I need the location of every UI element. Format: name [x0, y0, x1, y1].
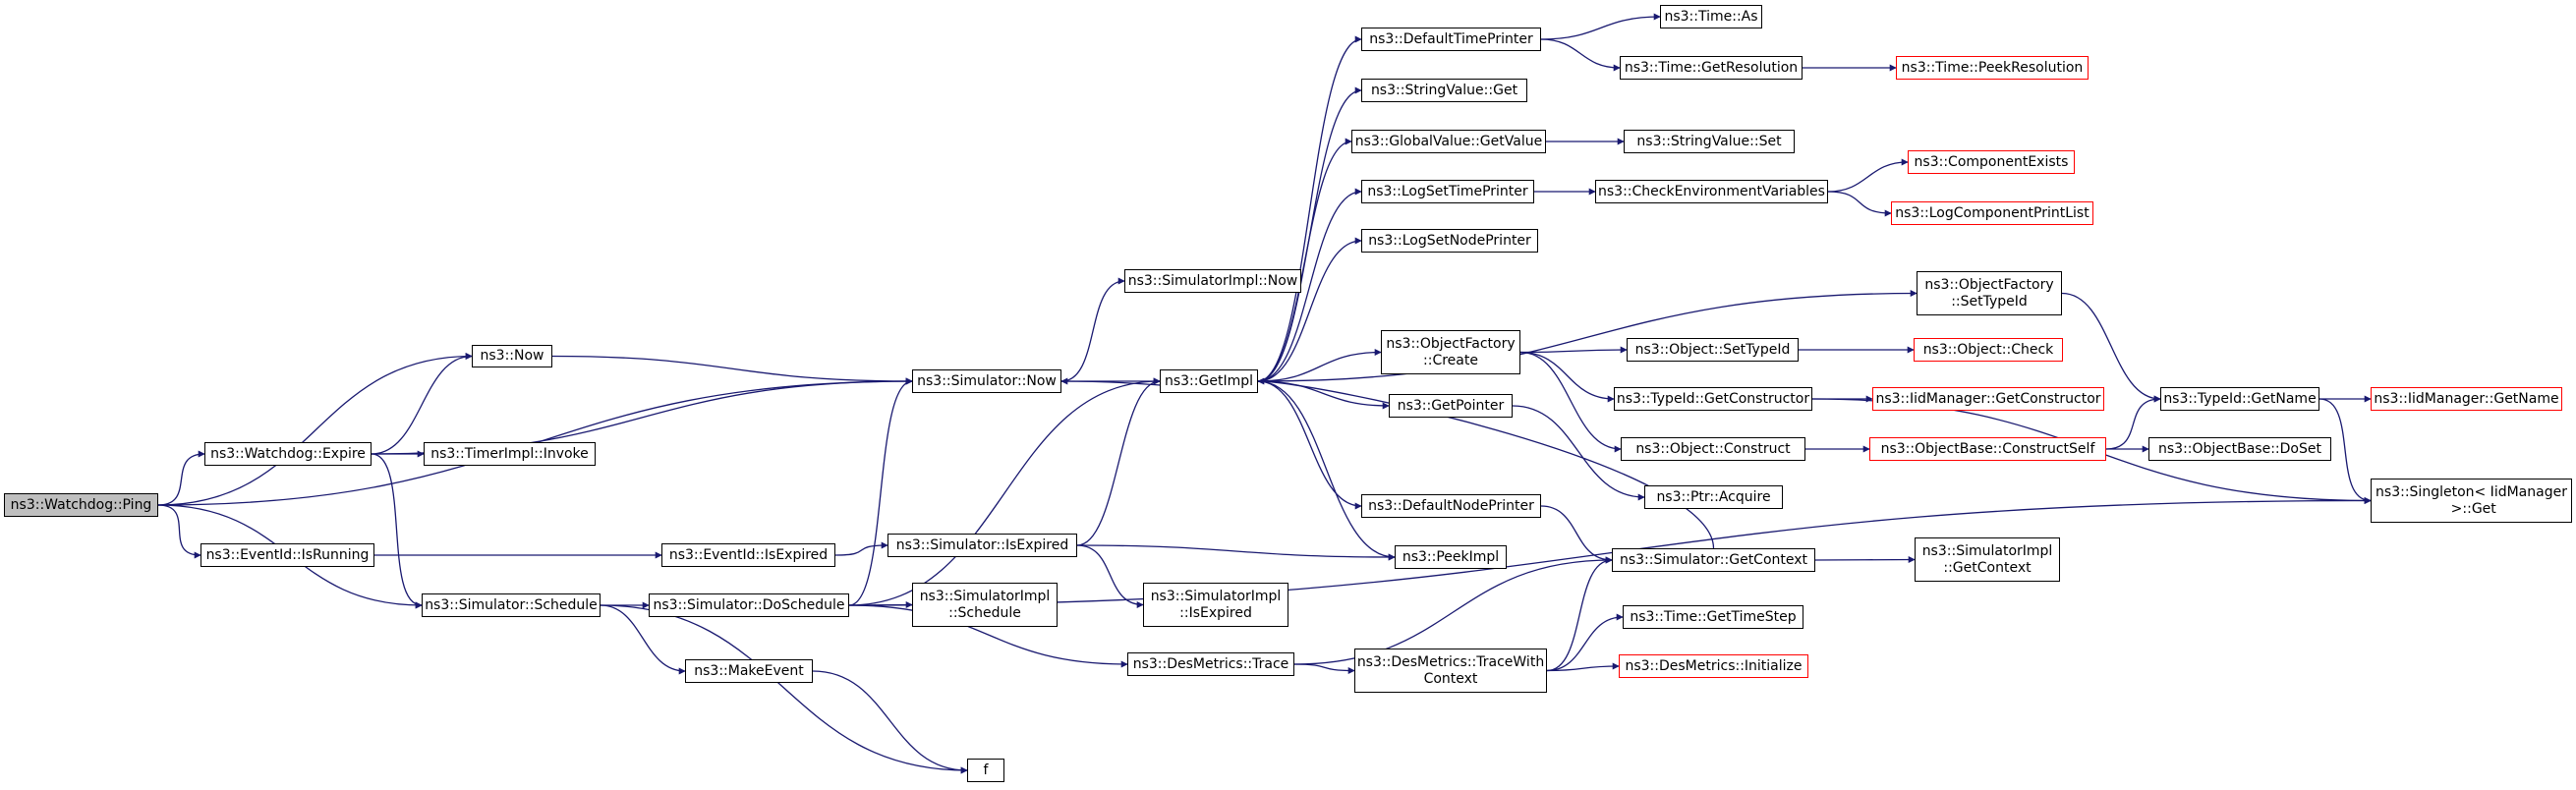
edge-objectfactory-create-to-object-construct: [1519, 351, 1622, 453]
node-simimpl-isexpired[interactable]: ns3::SimulatorImpl ::IsExpired: [1143, 583, 1288, 627]
edge-objectfactory-create-to-object-settypeid: [1519, 346, 1628, 354]
node-eventid-isexpired[interactable]: ns3::EventId::IsExpired: [661, 543, 835, 567]
edge-defaultnodeprinter-to-sim-getcontext: [1540, 505, 1613, 564]
edge-desmetrics-tracewithcontext-to-sim-getcontext: [1546, 556, 1613, 672]
node-ping[interactable]: ns3::Watchdog::Ping: [4, 493, 158, 517]
edge-objectfactory-settypeid-to-typeid-getname: [2061, 292, 2161, 403]
node-globalvalue-getvalue[interactable]: ns3::GlobalValue::GetValue: [1351, 130, 1546, 153]
edge-ping-to-wd-expire: [157, 450, 205, 506]
node-wd-expire[interactable]: ns3::Watchdog::Expire: [204, 442, 372, 466]
node-ptr-acquire[interactable]: ns3::Ptr::Acquire: [1644, 485, 1783, 509]
node-object-construct[interactable]: ns3::Object::Construct: [1621, 437, 1805, 461]
node-time-gettimestep[interactable]: ns3::Time::GetTimeStep: [1623, 605, 1803, 629]
edge-desmetrics-trace-to-desmetrics-tracewithcontext: [1293, 663, 1355, 674]
node-logcomponentprintlist[interactable]: ns3::LogComponentPrintList: [1891, 201, 2093, 225]
edge-defaulttimeprinter-to-time-getresolution: [1540, 38, 1621, 72]
node-iidmanager-getconstructor[interactable]: ns3::IidManager::GetConstructor: [1872, 387, 2104, 411]
edge-defaulttimeprinter-to-time-as: [1540, 13, 1661, 40]
node-f[interactable]: f: [967, 759, 1004, 782]
edge-getimpl-to-logsetnodeprinter: [1257, 237, 1362, 382]
node-peekimpl[interactable]: ns3::PeekImpl: [1395, 545, 1507, 569]
edge-sim-isexpired-to-simimpl-isexpired: [1076, 544, 1144, 608]
node-logsettimeprinter[interactable]: ns3::LogSetTimePrinter: [1361, 180, 1534, 203]
edge-sim-getcontext-to-simimpl-getcontext: [1814, 556, 1916, 564]
edge-sim-doschedule-to-sim-now: [848, 377, 913, 606]
node-simimpl-now[interactable]: ns3::SimulatorImpl::Now: [1124, 269, 1301, 293]
edge-sim-isexpired-to-peekimpl: [1076, 544, 1396, 561]
node-logsetnodeprinter[interactable]: ns3::LogSetNodePrinter: [1361, 229, 1538, 253]
node-sim-now[interactable]: ns3::Simulator::Now: [912, 369, 1061, 393]
edge-wd-expire-to-now: [371, 353, 473, 455]
edge-eventid-isexpired-to-sim-isexpired: [834, 541, 888, 556]
node-sim-doschedule[interactable]: ns3::Simulator::DoSchedule: [649, 593, 849, 617]
node-checkenvvars[interactable]: ns3::CheckEnvironmentVariables: [1595, 180, 1828, 203]
node-sim-getcontext[interactable]: ns3::Simulator::GetContext: [1612, 548, 1815, 572]
node-simimpl-schedule[interactable]: ns3::SimulatorImpl ::Schedule: [912, 583, 1058, 627]
node-time-peekresolution[interactable]: ns3::Time::PeekResolution: [1896, 56, 2089, 80]
node-time-as[interactable]: ns3::Time::As: [1660, 5, 1762, 28]
edge-getimpl-to-globalvalue-getvalue: [1257, 138, 1352, 382]
node-simimpl-getcontext[interactable]: ns3::SimulatorImpl ::GetContext: [1915, 537, 2060, 582]
node-objectbase-doset[interactable]: ns3::ObjectBase::DoSet: [2148, 437, 2331, 461]
edge-checkenvvars-to-componentexists: [1827, 158, 1909, 193]
node-sim-schedule[interactable]: ns3::Simulator::Schedule: [422, 593, 601, 617]
node-objectfactory-create[interactable]: ns3::ObjectFactory ::Create: [1381, 330, 1520, 374]
node-getpointer[interactable]: ns3::GetPointer: [1389, 394, 1513, 418]
edge-desmetrics-tracewithcontext-to-time-gettimestep: [1546, 613, 1624, 672]
node-defaultnodeprinter[interactable]: ns3::DefaultNodePrinter: [1361, 494, 1541, 518]
node-time-getresolution[interactable]: ns3::Time::GetResolution: [1620, 56, 1803, 80]
edge-sim-schedule-to-f: [600, 604, 968, 774]
edge-desmetrics-trace-to-sim-getcontext: [1293, 556, 1613, 665]
edge-sim-doschedule-to-getimpl: [848, 377, 1161, 606]
edge-typeid-getname-to-singleton-get: [2318, 398, 2372, 504]
edge-sim-now-to-simimpl-now: [1060, 277, 1125, 382]
edge-getimpl-to-getpointer: [1257, 380, 1390, 410]
node-desmetrics-tracewithcontext[interactable]: ns3::DesMetrics::TraceWith Context: [1354, 649, 1547, 693]
edge-sim-schedule-to-makeevent: [600, 604, 686, 675]
node-defaulttimeprinter[interactable]: ns3::DefaultTimePrinter: [1361, 28, 1541, 51]
edge-wd-expire-to-sim-schedule: [371, 453, 423, 609]
edge-ping-to-eventid-isrunning: [157, 504, 201, 559]
edge-getimpl-to-defaultnodeprinter: [1257, 380, 1362, 510]
edge-objectfactory-create-to-typeid-getconstructor: [1519, 351, 1615, 403]
edge-makeevent-to-f: [812, 670, 968, 774]
edge-sim-doschedule-to-singleton-get: [848, 497, 2372, 606]
edge-getpointer-to-ptr-acquire: [1512, 405, 1645, 501]
node-object-settypeid[interactable]: ns3::Object::SetTypeId: [1627, 338, 1799, 362]
edge-sim-isexpired-to-getimpl: [1076, 377, 1161, 546]
node-now[interactable]: ns3::Now: [472, 345, 552, 367]
edge-sim-doschedule-to-desmetrics-trace: [848, 604, 1128, 668]
node-desmetrics-initialize[interactable]: ns3::DesMetrics::Initialize: [1619, 654, 1808, 678]
edge-objectbase-constructself-to-typeid-getname: [2105, 395, 2161, 450]
edge-sim-getcontext-to-getimpl: [1257, 377, 1715, 549]
node-timerimpl-invoke[interactable]: ns3::TimerImpl::Invoke: [424, 442, 596, 466]
node-desmetrics-trace[interactable]: ns3::DesMetrics::Trace: [1127, 652, 1294, 676]
node-singleton-get[interactable]: ns3::Singleton< IidManager >::Get: [2371, 479, 2572, 523]
node-stringvalue-set[interactable]: ns3::StringValue::Set: [1624, 130, 1795, 153]
edge-getimpl-to-objectfactory-create: [1257, 349, 1382, 382]
edge-getimpl-to-objectfactory-settypeid: [1257, 290, 1918, 382]
node-typeid-getconstructor[interactable]: ns3::TypeId::GetConstructor: [1614, 387, 1812, 411]
edge-ping-to-now: [157, 353, 473, 506]
node-componentexists[interactable]: ns3::ComponentExists: [1908, 150, 2075, 174]
node-getimpl[interactable]: ns3::GetImpl: [1160, 369, 1258, 393]
node-typeid-getname[interactable]: ns3::TypeId::GetName: [2160, 387, 2319, 411]
edge-getimpl-to-defaulttimeprinter: [1257, 35, 1362, 382]
node-object-check[interactable]: ns3::Object::Check: [1914, 338, 2063, 362]
edge-desmetrics-tracewithcontext-to-desmetrics-initialize: [1546, 662, 1620, 672]
node-stringvalue-get[interactable]: ns3::StringValue::Get: [1361, 79, 1527, 102]
node-eventid-isrunning[interactable]: ns3::EventId::IsRunning: [200, 543, 374, 567]
node-objectfactory-settypeid[interactable]: ns3::ObjectFactory ::SetTypeId: [1917, 271, 2062, 315]
node-makeevent[interactable]: ns3::MakeEvent: [685, 659, 813, 683]
node-sim-isexpired[interactable]: ns3::Simulator::IsExpired: [887, 534, 1077, 557]
node-objectbase-constructself[interactable]: ns3::ObjectBase::ConstructSelf: [1869, 437, 2106, 461]
node-iidmanager-getname[interactable]: ns3::IidManager::GetName: [2371, 387, 2562, 411]
edge-getimpl-to-peekimpl: [1257, 380, 1396, 561]
edge-getimpl-to-logsettimeprinter: [1257, 188, 1362, 382]
edge-now-to-sim-now: [551, 355, 913, 385]
edge-checkenvvars-to-logcomponentprintlist: [1827, 191, 1892, 217]
